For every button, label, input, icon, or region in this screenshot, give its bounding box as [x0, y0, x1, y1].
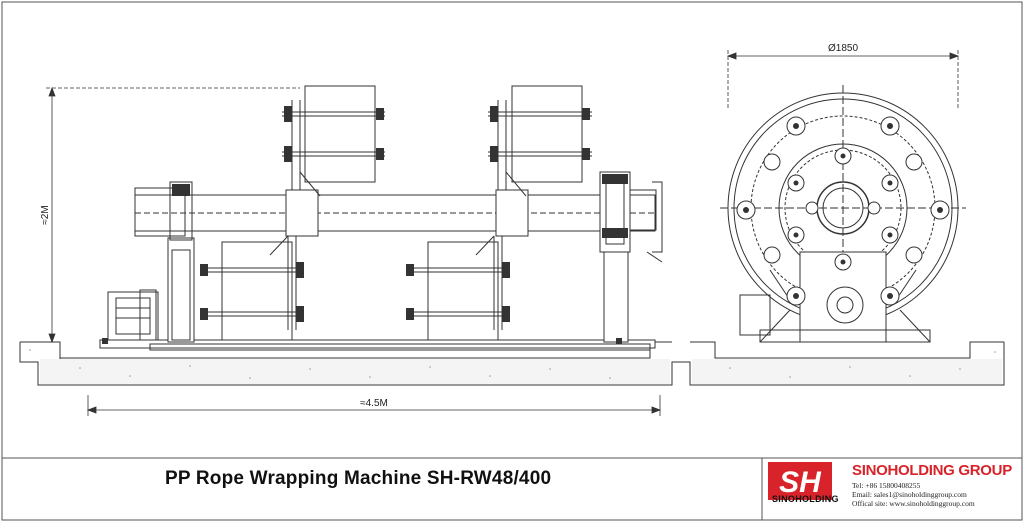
company-email: Email: sales1@sinoholdinggroup.com	[852, 490, 967, 499]
company-site: Offical site: www.sinoholdinggroup.com	[852, 499, 975, 508]
company-tel: Tel: +86 15800408255	[852, 481, 921, 490]
concrete-fill-left	[40, 359, 670, 384]
front-view-bobbin-cores	[743, 123, 943, 299]
concrete-texture	[29, 349, 996, 379]
length-label: ≈4.5M	[360, 398, 388, 409]
concrete-fill-right	[692, 359, 1002, 384]
diameter-label: Ø1850	[828, 43, 858, 54]
front-view	[720, 85, 966, 343]
side-view	[99, 85, 663, 351]
dimension-lines	[46, 50, 960, 416]
logo-wordmark: SINOHOLDING	[772, 494, 839, 504]
company-name: SINOHOLDING GROUP	[852, 462, 1012, 479]
height-label: ≈2M	[40, 205, 51, 224]
company-logo: SH	[768, 462, 832, 500]
logo-mark: SH	[779, 466, 822, 499]
drawing-title: PP Rope Wrapping Machine SH-RW48/400	[165, 468, 552, 489]
bobbin-caps	[102, 106, 628, 344]
